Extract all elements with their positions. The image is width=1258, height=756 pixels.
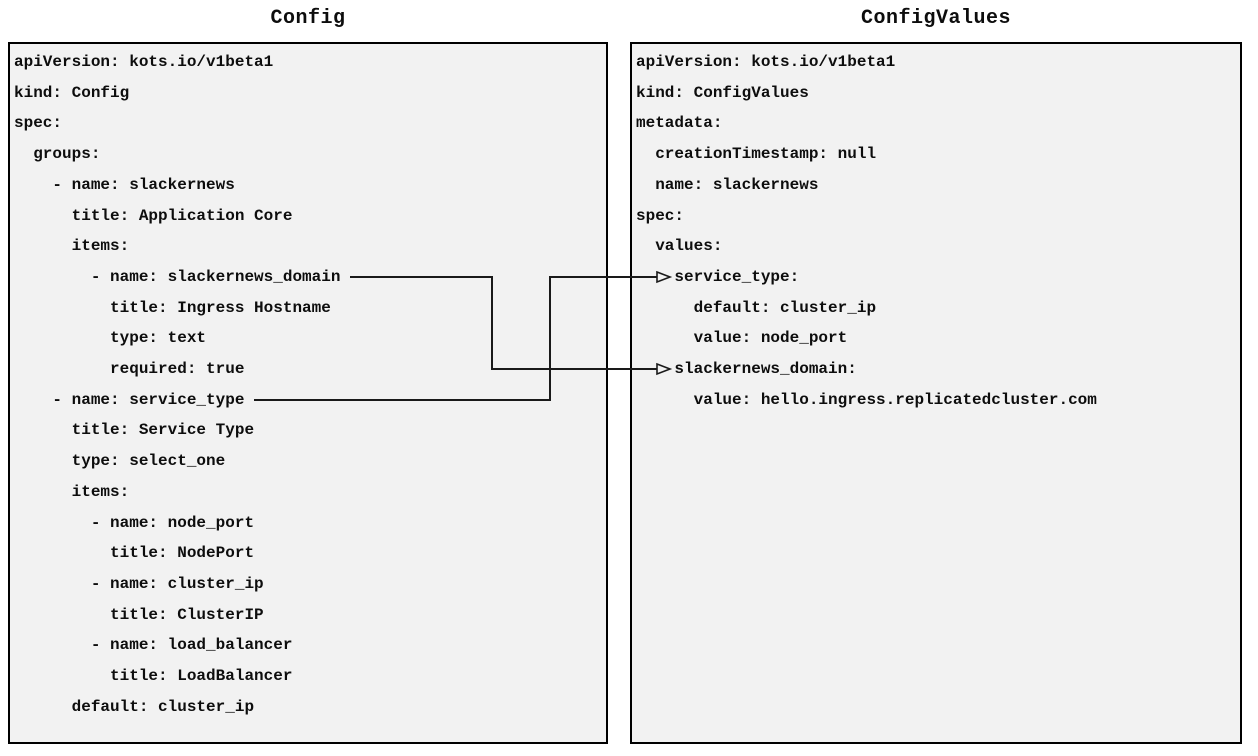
config-yaml-panel: apiVersion: kots.io/v1beta1 kind: Config… [8, 42, 608, 744]
config-panel-title: Config [270, 7, 346, 30]
config-yaml-code: apiVersion: kots.io/v1beta1 kind: Config… [14, 53, 341, 716]
configvalues-panel-title: ConfigValues [860, 7, 1012, 30]
configvalues-yaml-panel: apiVersion: kots.io/v1beta1 kind: Config… [630, 42, 1242, 744]
configvalues-yaml-code: apiVersion: kots.io/v1beta1 kind: Config… [636, 53, 1097, 409]
